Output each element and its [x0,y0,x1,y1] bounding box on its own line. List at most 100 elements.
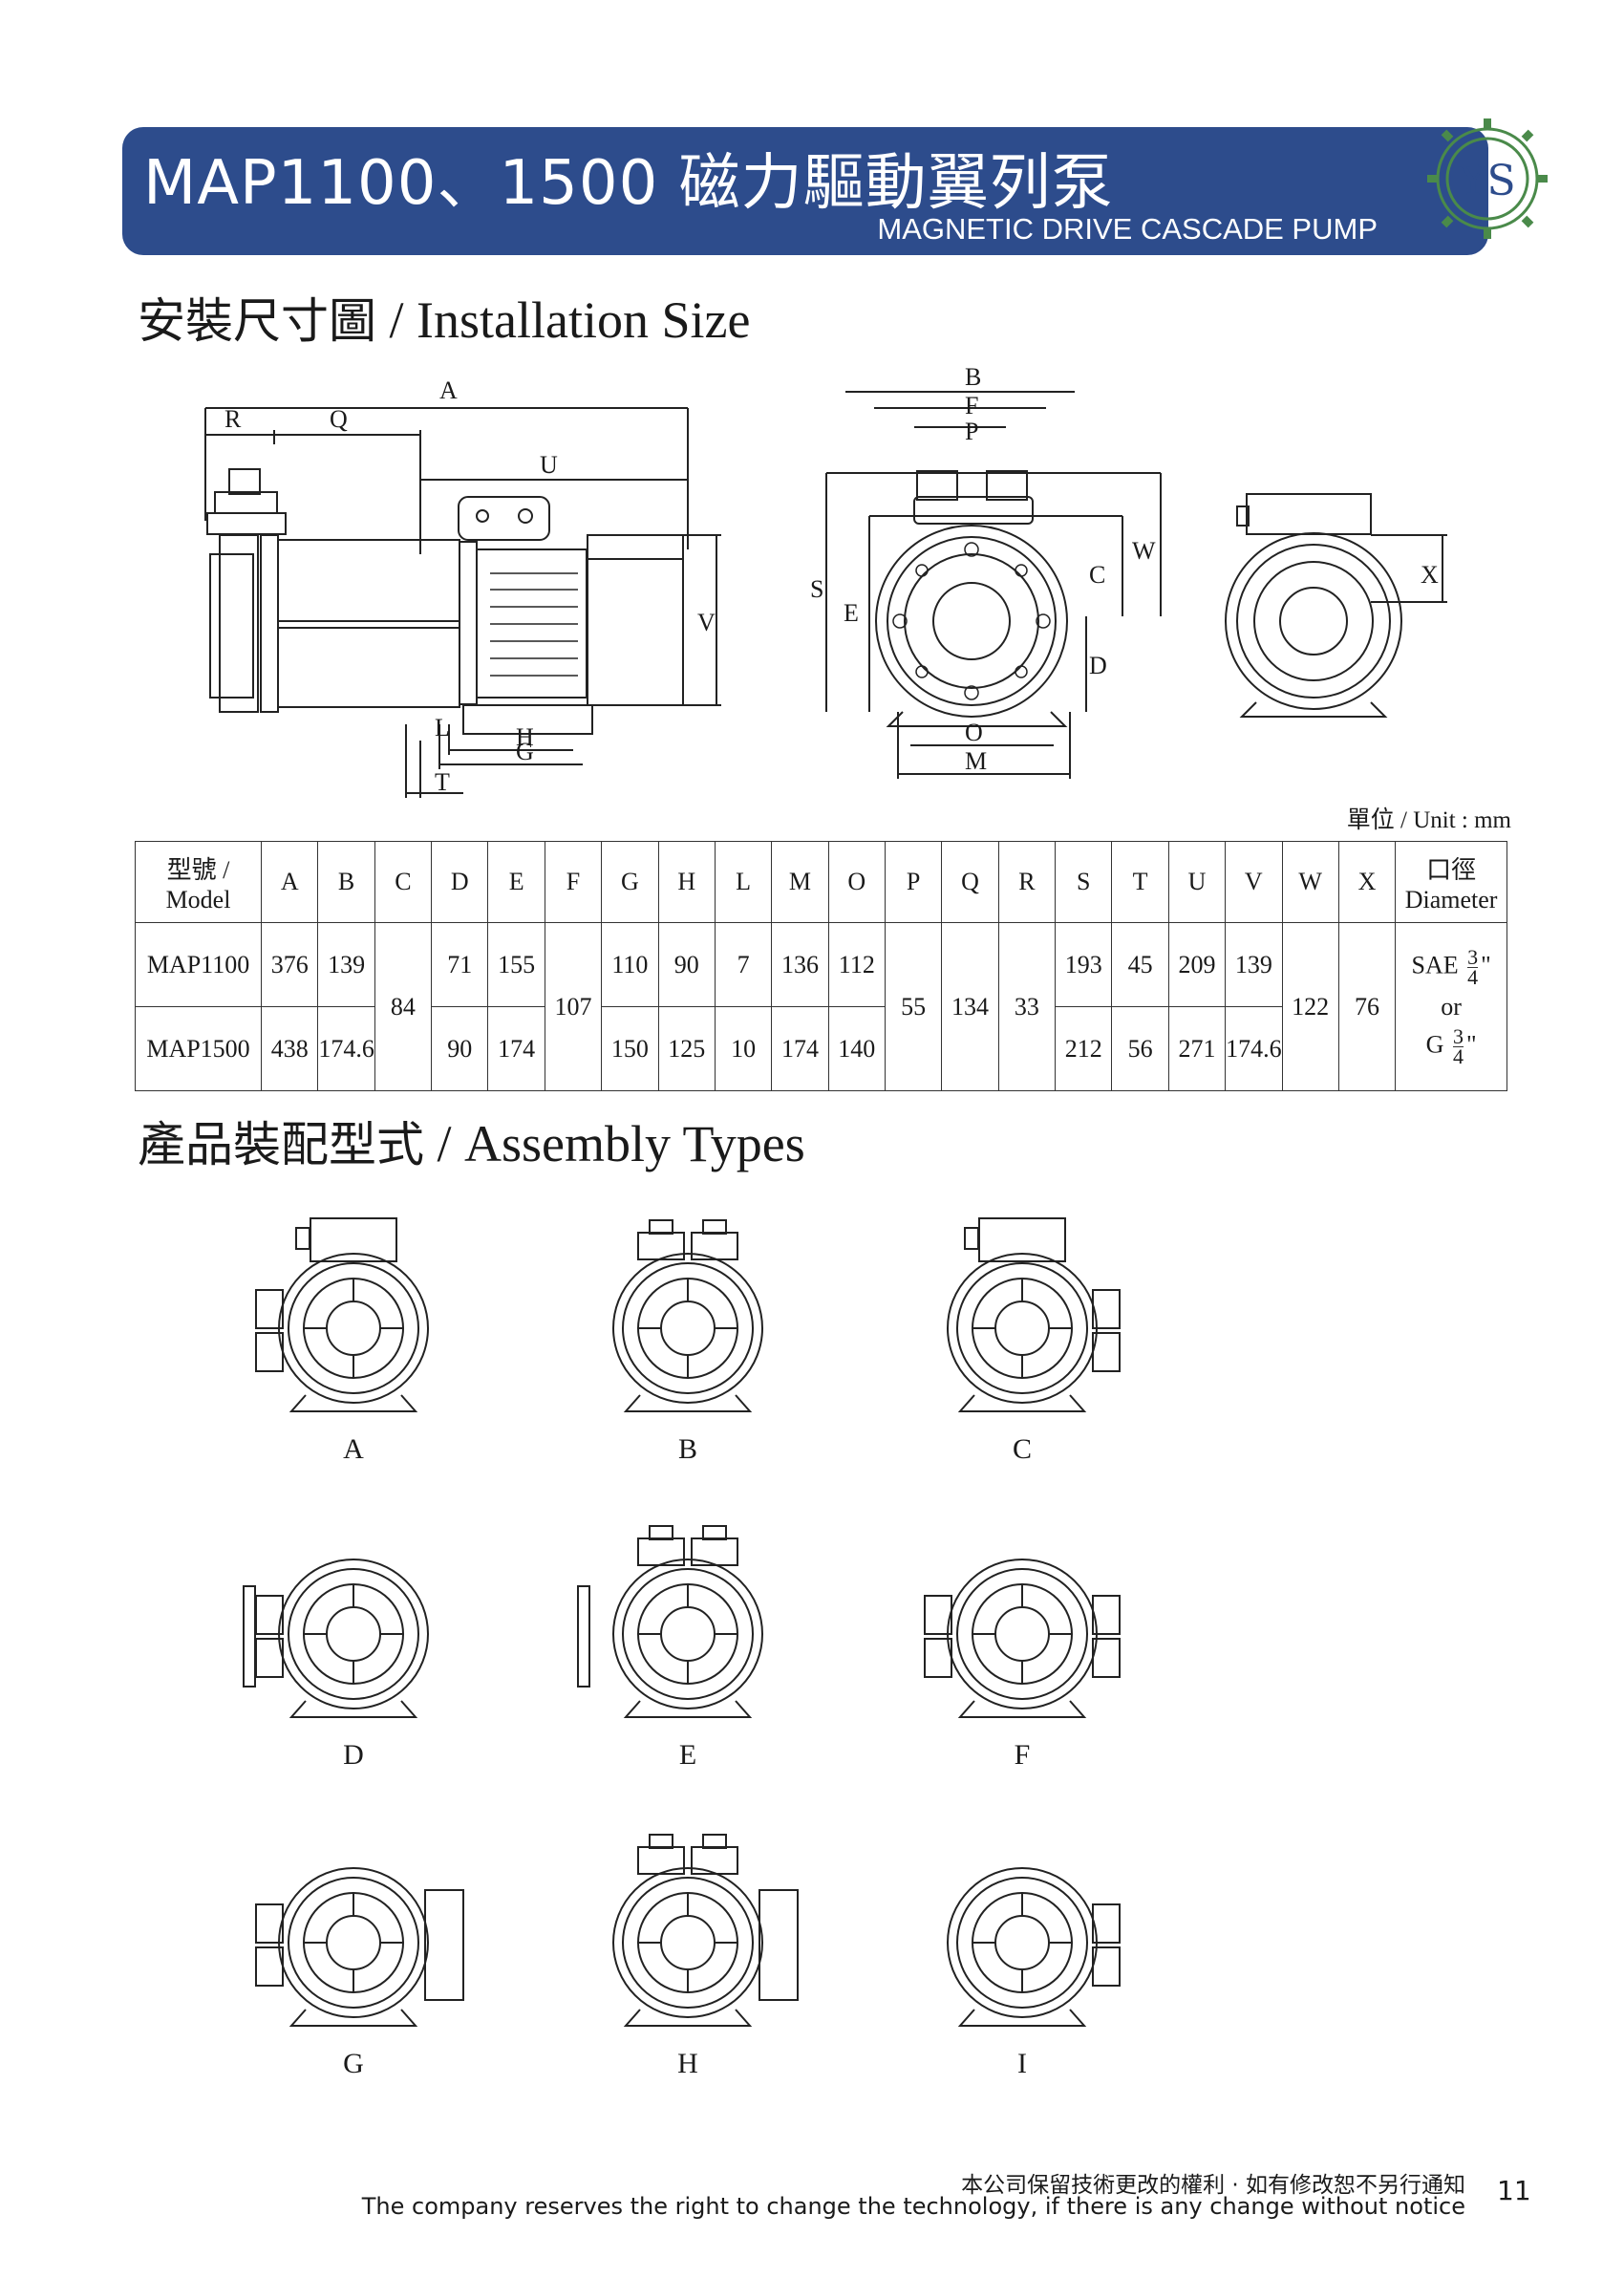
assembly-drawing-a [255,1217,429,1412]
cell-d: 71 [431,922,489,1007]
cell-f: 107 [544,922,603,1091]
table-header-row: 型號 /Model A B C D E F G H L M O P Q R S … [134,841,1507,923]
assembly-drawing-e [577,1525,763,1718]
header-h: H [657,841,716,923]
dim-label-h: H [516,723,534,751]
header-m: M [771,841,829,923]
cell-e: 174 [487,1006,545,1091]
header-o: O [827,841,886,923]
cell-l: 7 [714,922,773,1007]
cell-g: 110 [601,922,659,1007]
header-g: G [601,841,659,923]
header-diameter-en: Diameter [1404,885,1498,914]
dim-label-b: B [965,368,981,391]
dim-label-s: S [810,575,823,603]
dim-label-q: Q [330,405,348,433]
assembly-title-en: / Assembly Types [424,1115,805,1172]
cell-s: 193 [1055,922,1113,1007]
dim-label-p: P [965,418,978,445]
header-t: T [1111,841,1169,923]
assembly-title-zh: 產品裝配型式 [138,1117,424,1172]
cell-c: 84 [374,922,433,1091]
assembly-label-a: A [343,1433,364,1465]
dim-label-v: V [697,609,716,636]
table-row: MAP1100 376 139 84 71 155 107 110 90 7 1… [134,922,1507,1091]
header-diameter-zh: 口徑 [1426,855,1477,884]
fraction-denominator: 4 [1452,1043,1464,1068]
header-c: C [374,841,433,923]
page-number: 11 [1497,2175,1531,2206]
dim-label-u: U [540,451,558,479]
assembly-drawing-h [612,1834,799,2027]
table-row: MAP1500 438 174.6 90 174 150 125 10 174 … [134,1006,1507,1091]
front-view-drawing: B F P S E W C D O M [810,368,1162,779]
dim-label-m: M [965,747,987,775]
assembly-drawing-c [947,1217,1121,1412]
assembly-title: 產品裝配型式 / Assembly Types [138,1107,805,1175]
dim-label-f: F [965,392,978,419]
assembly-label-f: F [1014,1739,1031,1771]
cell-b: 174.6 [317,1006,375,1091]
header-u: U [1167,841,1227,923]
footer-notice-zh: 本公司保留技術更改的權利 · 如有修改恕不另行通知 [961,2173,1465,2198]
dim-label-d: D [1089,652,1107,679]
side-view-drawing: A R Q U V L H G T [204,377,721,798]
cell-r: 33 [997,922,1057,1091]
assembly-drawing-b [612,1219,763,1412]
diameter-g-text: G [1425,1029,1444,1058]
dim-label-w: W [1132,537,1156,565]
cell-q: 134 [941,922,999,1091]
installation-title: 安裝尺寸圖 / Installation Size [138,283,750,352]
assembly-label-i: I [1017,2048,1027,2079]
dim-label-c: C [1089,561,1105,589]
header-s: S [1055,841,1113,923]
inch-mark: " [1481,950,1491,978]
header-r: R [997,841,1057,923]
fraction-numerator: 3 [1467,944,1479,969]
cell-w: 122 [1281,922,1339,1091]
assembly-label-e: E [678,1739,697,1771]
dim-label-e: E [844,599,859,627]
cell-model: MAP1500 [134,1006,263,1091]
dim-label-l: L [435,714,450,742]
assembly-drawing-f [924,1559,1121,1718]
header-p: P [884,841,943,923]
cell-m: 136 [771,922,829,1007]
cell-x: 76 [1337,922,1397,1091]
cell-l: 10 [714,1006,773,1091]
dim-label-o: O [965,719,983,746]
fraction-numerator: 3 [1452,1023,1464,1048]
header-a: A [261,841,319,923]
inch-mark: " [1465,1029,1477,1058]
assembly-label-b: B [677,1433,697,1465]
company-logo-icon: YS [1427,118,1548,239]
page-subtitle: MAGNETIC DRIVE CASCADE PUMP [877,212,1378,246]
cell-b: 139 [317,922,375,1007]
dim-label-x: X [1421,561,1439,589]
back-view-drawing: X [1225,493,1447,718]
page-title: MAP1100、1500 磁力驅動翼列泵 [143,148,1114,219]
header-d: D [431,841,489,923]
cell-o: 112 [827,922,886,1007]
assembly-label-g: G [343,2048,364,2079]
cell-e: 155 [487,922,545,1007]
diameter-sae-text: SAE [1411,950,1459,978]
cell-p: 55 [884,922,943,1091]
cell-s: 212 [1055,1006,1113,1091]
assembly-label-h: H [677,2048,698,2079]
header-b: B [317,841,375,923]
dim-label-t: T [435,768,450,796]
cell-v: 139 [1225,922,1283,1007]
header-l: L [714,841,773,923]
cell-a: 376 [261,922,319,1007]
header-banner [122,127,1488,255]
cell-v: 174.6 [1225,1006,1283,1091]
header-q: Q [941,841,999,923]
dim-label-g: G [516,738,534,765]
diameter-or: or [1441,992,1462,1021]
